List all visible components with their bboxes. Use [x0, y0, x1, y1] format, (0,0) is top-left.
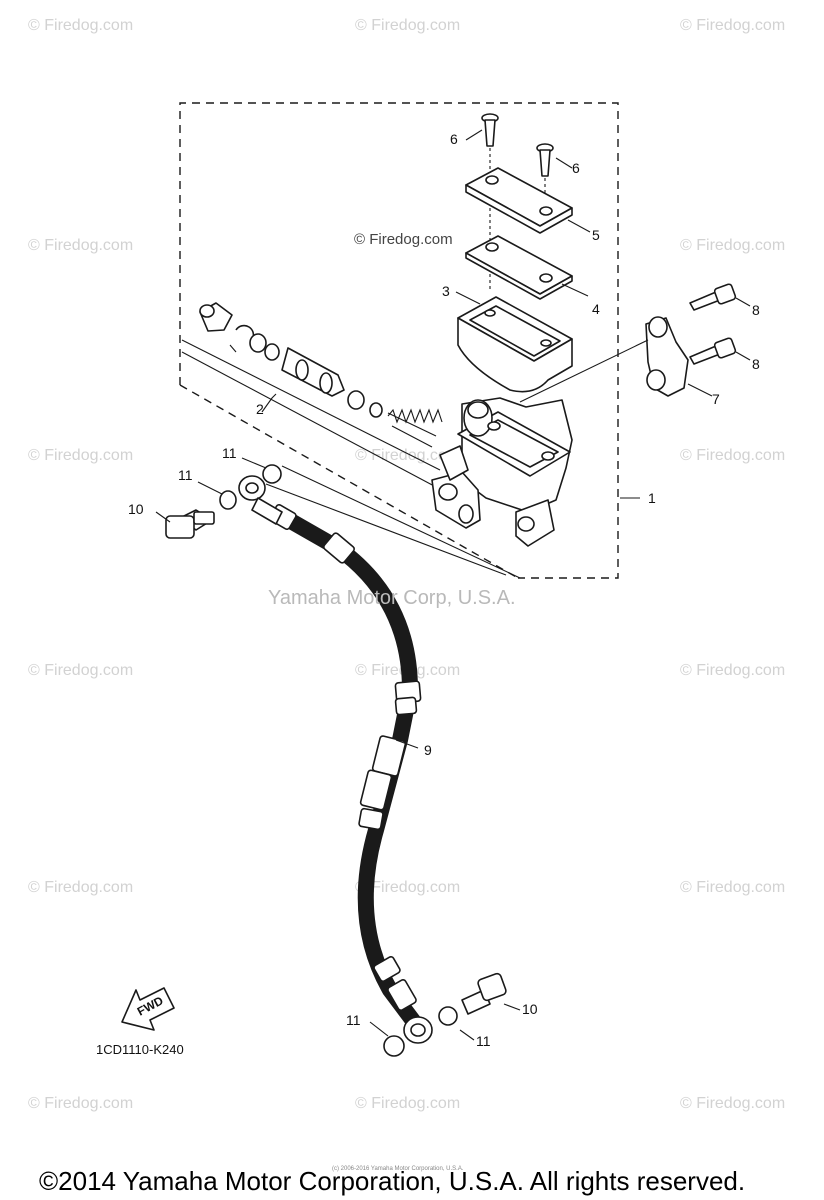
cap-screw — [536, 143, 554, 210]
callout-1: 1 — [648, 490, 656, 506]
watermark: © Firedog.com — [28, 237, 133, 254]
fwd-arrow: FWD — [121, 987, 175, 1031]
upper-banjo-fitting — [238, 475, 283, 525]
yamaha-watermark: Yamaha Motor Corp, U.S.A. — [268, 587, 516, 609]
callout-11: 11 — [346, 1012, 361, 1028]
callout-10: 10 — [128, 501, 144, 517]
watermark: © Firedog.com — [355, 879, 460, 896]
callout-7: 7 — [712, 391, 720, 407]
master-cylinder-body — [431, 397, 573, 547]
lower-banjo-fitting — [403, 1016, 433, 1044]
piston-leaders — [181, 339, 441, 488]
watermark: © Firedog.com — [680, 237, 785, 254]
callout-11: 11 — [178, 467, 193, 483]
callout-leaders — [155, 129, 751, 1041]
primary-cup — [249, 333, 267, 353]
watermark-layer: © Firedog.com © Firedog.com © Firedog.co… — [28, 17, 785, 1112]
secondary-cup — [347, 390, 365, 410]
diaphragm — [457, 296, 573, 393]
watermark: © Firedog.com — [355, 447, 460, 464]
callout-8: 8 — [752, 356, 760, 372]
callout-6: 6 — [450, 131, 458, 147]
callout-11: 11 — [222, 445, 237, 461]
callout-6: 6 — [572, 160, 580, 176]
crush-washer — [383, 1035, 405, 1057]
assembly-boundary — [179, 102, 619, 579]
crush-washer — [262, 464, 282, 484]
watermark: © Firedog.com — [28, 17, 133, 34]
watermark: © Firedog.com — [680, 447, 785, 464]
watermark: © Firedog.com — [28, 447, 133, 464]
cap-screw — [481, 113, 499, 290]
callout-11: 11 — [476, 1033, 491, 1049]
reservoir-cap — [465, 167, 573, 234]
diaphragm-plate — [465, 235, 573, 300]
callout-8: 8 — [752, 302, 760, 318]
banjo-bolt — [165, 509, 215, 539]
copyright-notice: ©2014 Yamaha Motor Corporation, U.S.A. A… — [39, 1166, 745, 1196]
brake-hose — [269, 504, 427, 1035]
watermark: © Firedog.com — [28, 1095, 133, 1112]
cup-seat — [369, 402, 383, 418]
callout-3: 3 — [442, 283, 450, 299]
callout-9: 9 — [424, 742, 432, 758]
handlebar-holder — [519, 316, 689, 403]
watermark: © Firedog.com — [680, 1095, 785, 1112]
watermark: © Firedog.com — [28, 662, 133, 679]
diagram-code: 1CD1110-K240 — [96, 1042, 184, 1057]
crush-washer — [438, 1006, 458, 1026]
watermark: © Firedog.com — [680, 17, 785, 34]
watermark: © Firedog.com — [680, 879, 785, 896]
hose-leaders — [265, 465, 521, 579]
watermark: © Firedog.com — [355, 1095, 460, 1112]
crush-washer — [219, 490, 237, 510]
callout-5: 5 — [592, 227, 600, 243]
callout-4: 4 — [592, 301, 600, 317]
piston-boot — [199, 302, 233, 332]
firedog-inline-label: © Firedog.com — [354, 231, 453, 248]
watermark: © Firedog.com — [28, 879, 133, 896]
washer — [264, 343, 280, 361]
piston-kit — [199, 302, 443, 448]
piston — [281, 347, 345, 397]
tiny-credit: (c) 2006-2016 Yamaha Motor Corporation, … — [332, 1166, 464, 1172]
holder-bolt — [689, 283, 737, 311]
callout-numbers: 1 2 3 4 5 6 6 7 8 8 9 10 10 11 11 11 11 — [128, 131, 760, 1049]
banjo-bolt — [461, 972, 507, 1015]
spring — [387, 408, 443, 448]
watermark: © Firedog.com — [355, 17, 460, 34]
holder-bolt — [689, 337, 737, 365]
watermark: © Firedog.com — [680, 662, 785, 679]
callout-2: 2 — [256, 401, 264, 417]
callout-10: 10 — [522, 1001, 538, 1017]
